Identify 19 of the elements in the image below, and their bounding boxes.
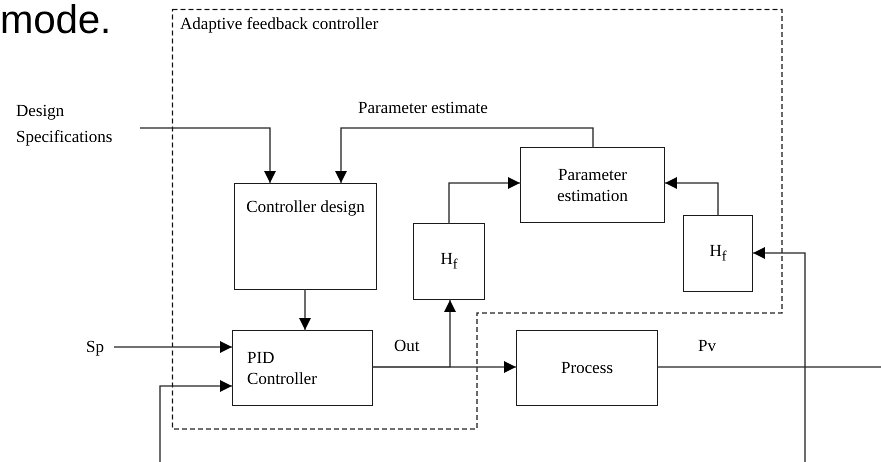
block: Process: [516, 330, 658, 406]
block: Controller design: [234, 183, 377, 290]
block: Parameter estimation: [520, 147, 665, 223]
block: H$_{f}$: [683, 215, 753, 292]
connector-arrow: [335, 127, 594, 183]
connector-arrow: [140, 127, 276, 183]
input-label: Sp: [86, 334, 114, 360]
connector-arrow: [373, 300, 456, 368]
connector-arrow: [448, 177, 520, 223]
input-label: Design Specifications: [16, 98, 140, 152]
boundary-title: Adaptive feedback controller: [180, 14, 378, 34]
connector-arrow: [159, 380, 232, 462]
connector-arrow: [299, 290, 311, 330]
slide-text: mode.: [0, 0, 112, 40]
block: H$_{f}$: [413, 223, 485, 300]
connector-arrow: [114, 341, 232, 353]
connector-arrow: [753, 247, 806, 462]
block: PID Controller: [232, 330, 373, 406]
connector-arrow: [665, 177, 719, 215]
